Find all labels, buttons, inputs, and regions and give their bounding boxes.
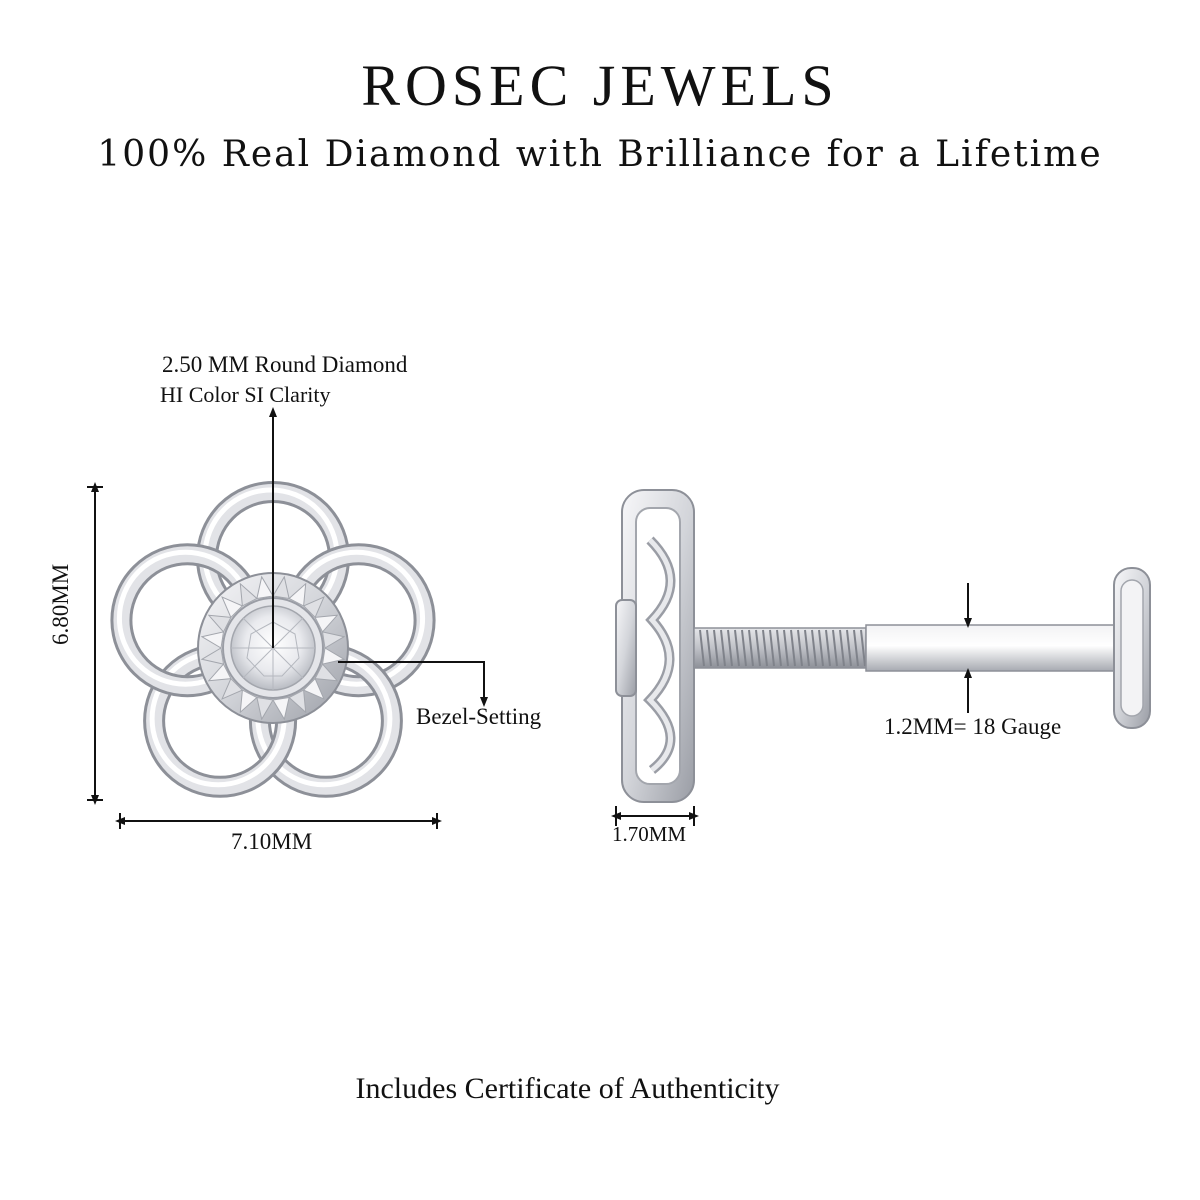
diamond-label-size: 2.50 MM Round Diamond [162,352,408,377]
labret-bar [865,624,1125,672]
width-label: 7.10MM [231,829,313,854]
setting-label: Bezel-Setting [416,704,542,729]
tagline: 100% Real Diamond with Brilliance for a … [97,134,1103,175]
thickness-label: 1.70MM [612,822,687,846]
diamond-label-quality: HI Color SI Clarity [160,382,331,407]
height-label: 6.80MM [48,563,73,645]
shaft-threads [699,629,866,667]
certificate-note: Includes Certificate of Authenticity [355,1072,780,1105]
side-annotations [611,583,972,826]
gauge-label: 1.2MM= 18 Gauge [884,714,1062,739]
earring-side-view [615,489,1151,803]
bezel-teeth [200,575,346,721]
brand-title: ROSEC JEWELS [361,53,839,118]
bezel-pointer-line [338,661,488,707]
front-annotations [87,407,488,829]
